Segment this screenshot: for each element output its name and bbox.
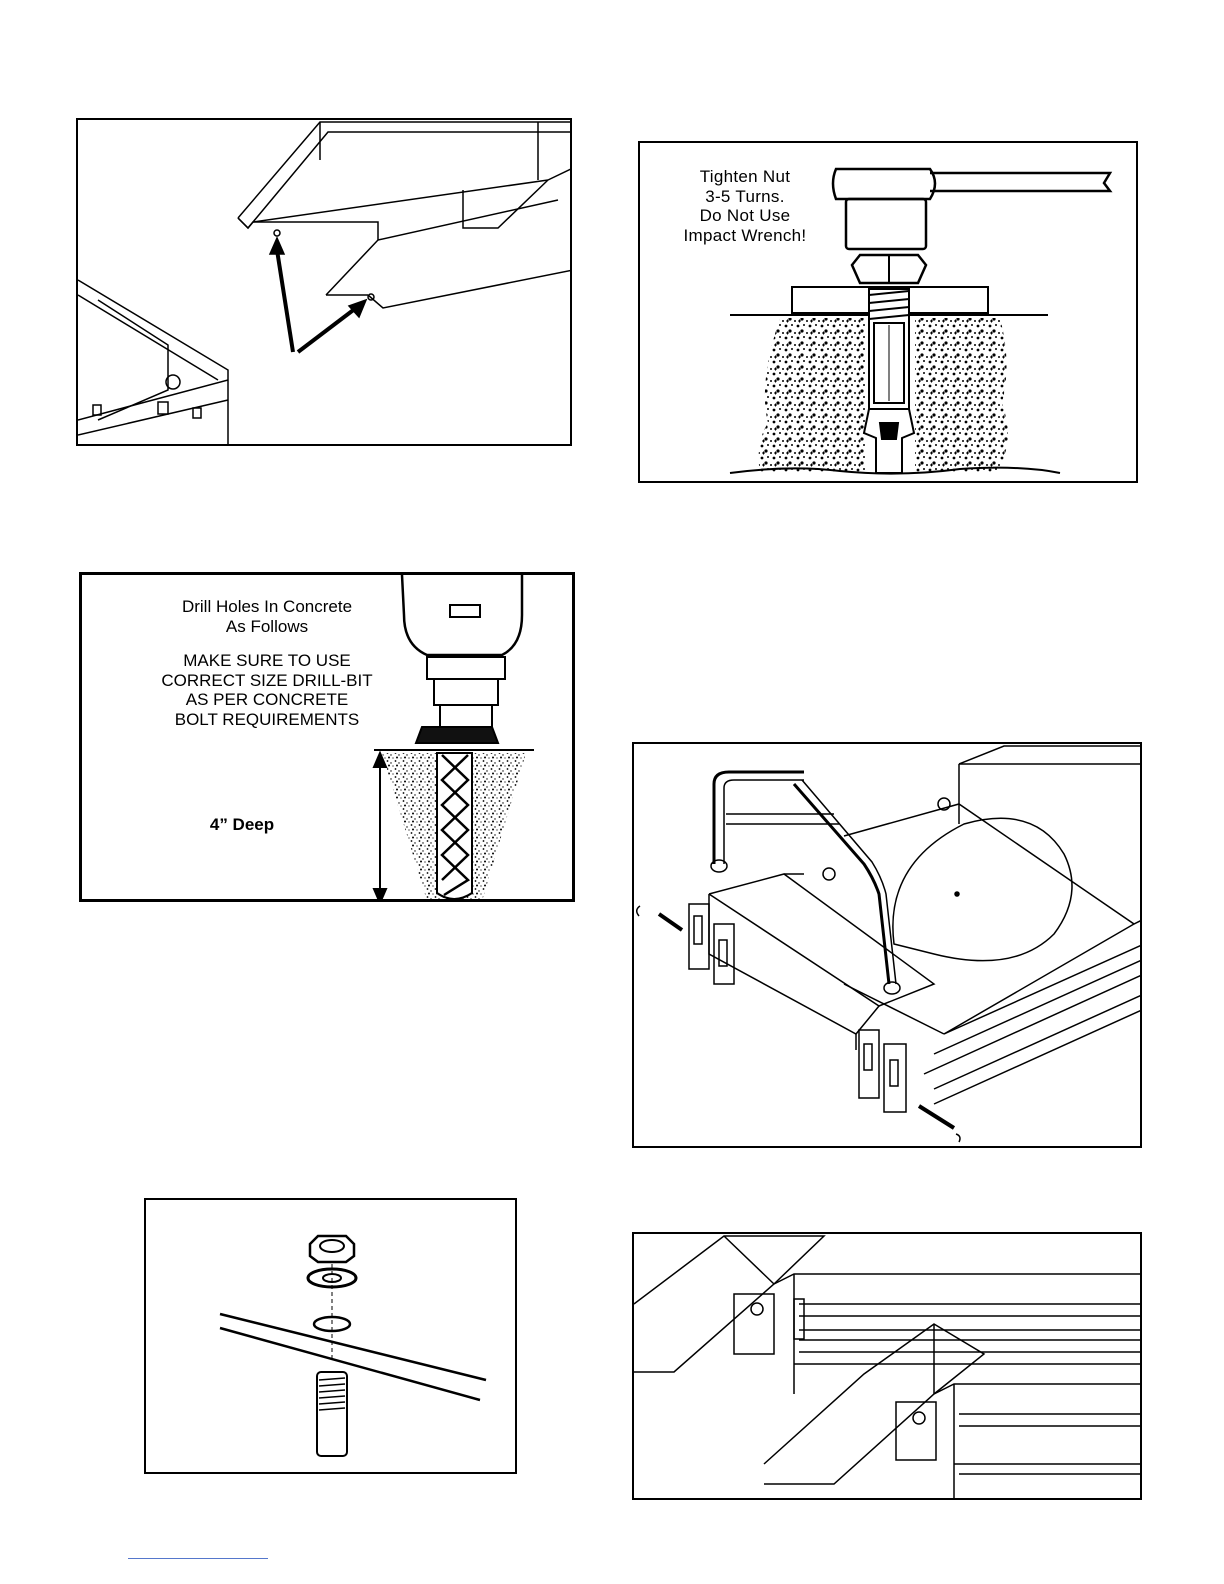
- bolt-assembly-drawing: [146, 1200, 517, 1474]
- figure-tighten-nut: Tighten Nut 3-5 Turns. Do Not Use Impact…: [638, 141, 1138, 483]
- ramp-holes-drawing: [78, 120, 572, 446]
- footer-link-underline: [128, 1558, 268, 1559]
- figure-bolt-assembly: [144, 1198, 517, 1474]
- drill-drawing: [82, 575, 575, 902]
- anchor-bolt-drawing: [640, 143, 1138, 483]
- turntable-drawing: [634, 744, 1142, 1148]
- figure-drill-holes: Drill Holes In Concrete As Follows MAKE …: [79, 572, 575, 902]
- ramp-hinge-drawing: [634, 1234, 1142, 1500]
- figure-ramp-hinge: [632, 1232, 1142, 1500]
- figure-turntable-assembly: [632, 742, 1142, 1148]
- figure-ramp-holes: [76, 118, 572, 446]
